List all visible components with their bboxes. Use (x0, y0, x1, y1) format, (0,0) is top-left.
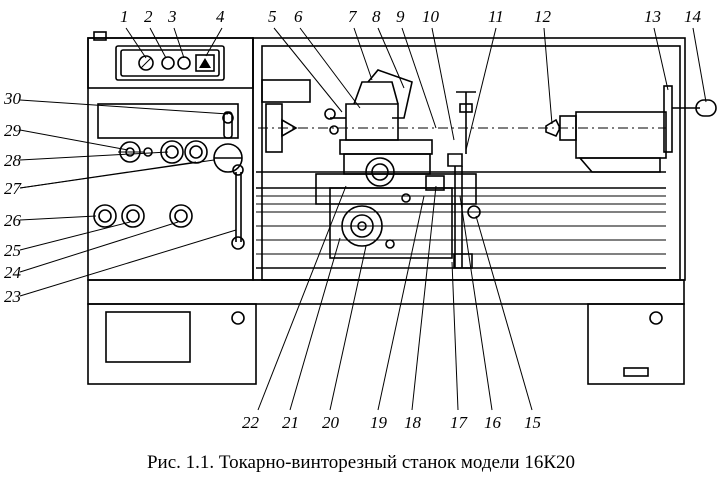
label-19: 19 (370, 413, 388, 432)
label-29: 29 (4, 121, 22, 140)
label-25: 25 (4, 241, 21, 260)
label-17: 17 (450, 413, 469, 432)
label-18: 18 (404, 413, 422, 432)
label-9: 9 (396, 7, 405, 26)
label-20: 20 (322, 413, 340, 432)
label-7: 7 (348, 7, 358, 26)
label-3: 3 (167, 7, 177, 26)
label-10: 10 (422, 7, 440, 26)
base (87, 279, 685, 385)
part-labels: 1 2 3 4 5 6 7 8 9 10 11 12 13 14 15 16 1… (3, 7, 702, 432)
label-24: 24 (4, 263, 22, 282)
figure-caption: Рис. 1.1. Токарно-винторезный станок мод… (146, 452, 576, 473)
label-26: 26 (4, 211, 22, 230)
label-2: 2 (144, 7, 153, 26)
leader-lines (19, 27, 707, 411)
label-28: 28 (4, 151, 22, 170)
label-11: 11 (488, 7, 504, 26)
label-15: 15 (524, 413, 541, 432)
cross-slide-rod (456, 91, 476, 154)
label-22: 22 (242, 413, 260, 432)
label-5: 5 (268, 7, 277, 26)
label-6: 6 (294, 7, 303, 26)
label-13: 13 (644, 7, 661, 26)
label-12: 12 (534, 7, 552, 26)
label-14: 14 (684, 7, 702, 26)
label-30: 30 (3, 89, 22, 108)
label-8: 8 (372, 7, 381, 26)
chuck (261, 79, 311, 153)
lathe-bed (252, 37, 686, 281)
label-4: 4 (216, 7, 225, 26)
carriage (315, 69, 481, 269)
label-1: 1 (120, 7, 129, 26)
label-16: 16 (484, 413, 502, 432)
label-23: 23 (4, 287, 21, 306)
label-27: 27 (4, 179, 23, 198)
tailstock (545, 85, 717, 173)
label-21: 21 (282, 413, 299, 432)
